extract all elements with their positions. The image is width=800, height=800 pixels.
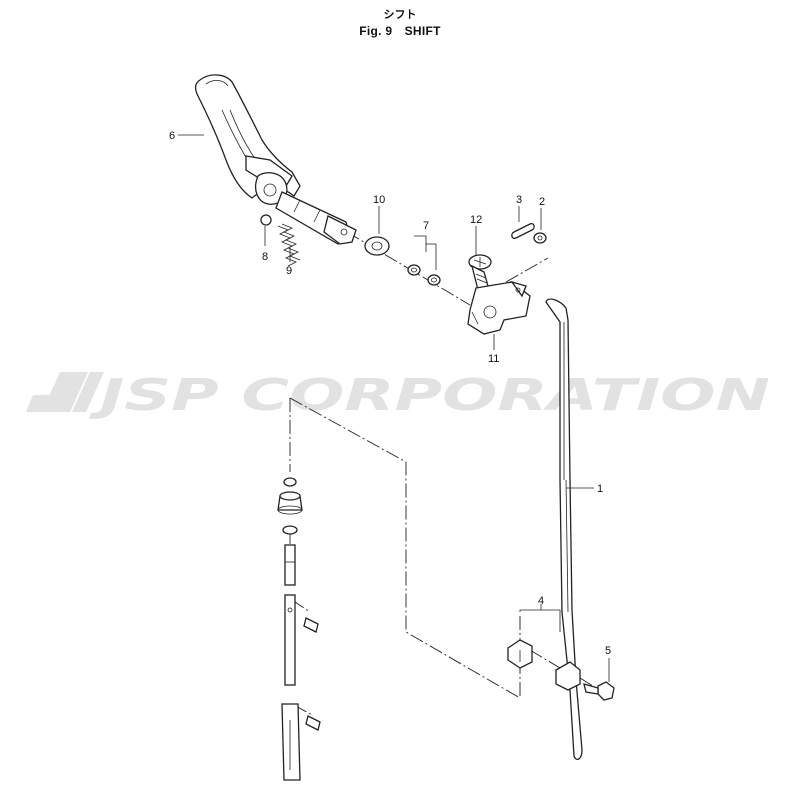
callout-7: 7 xyxy=(423,220,429,232)
part-8-ball xyxy=(260,214,272,226)
callout-3: 3 xyxy=(516,194,522,206)
leader-lines xyxy=(178,134,610,682)
part-5-bolt xyxy=(583,681,615,701)
part-4-clip xyxy=(507,639,581,691)
callout-2: 2 xyxy=(539,196,545,208)
part-12-screw xyxy=(468,254,492,291)
callout-9: 9 xyxy=(286,265,292,277)
figure-title: Fig. 9 SHIFT xyxy=(359,24,441,38)
callout-6: 6 xyxy=(169,130,175,142)
lower-shift-shaft-assembly xyxy=(277,477,321,781)
callout-labels: 6 10 7 12 3 2 8 9 11 1 4 5 xyxy=(169,130,611,657)
callout-1: 1 xyxy=(597,483,603,495)
figure-title-japanese: シフト xyxy=(383,8,417,21)
part-7-o-rings xyxy=(407,264,441,286)
callout-5: 5 xyxy=(605,645,611,657)
callout-12: 12 xyxy=(470,214,482,226)
callout-8: 8 xyxy=(262,251,268,263)
part-1-shift-rod xyxy=(545,298,583,761)
part-10-washer xyxy=(364,236,390,256)
callout-11: 11 xyxy=(488,353,499,365)
part-6-shift-lever xyxy=(194,74,357,245)
callout-4: 4 xyxy=(538,595,544,607)
callout-10: 10 xyxy=(373,194,385,206)
part-3-cotter-pin xyxy=(511,222,535,240)
part-2-washer xyxy=(533,232,547,244)
part-9-spring xyxy=(277,223,301,267)
part-11-shift-arm xyxy=(467,280,531,335)
